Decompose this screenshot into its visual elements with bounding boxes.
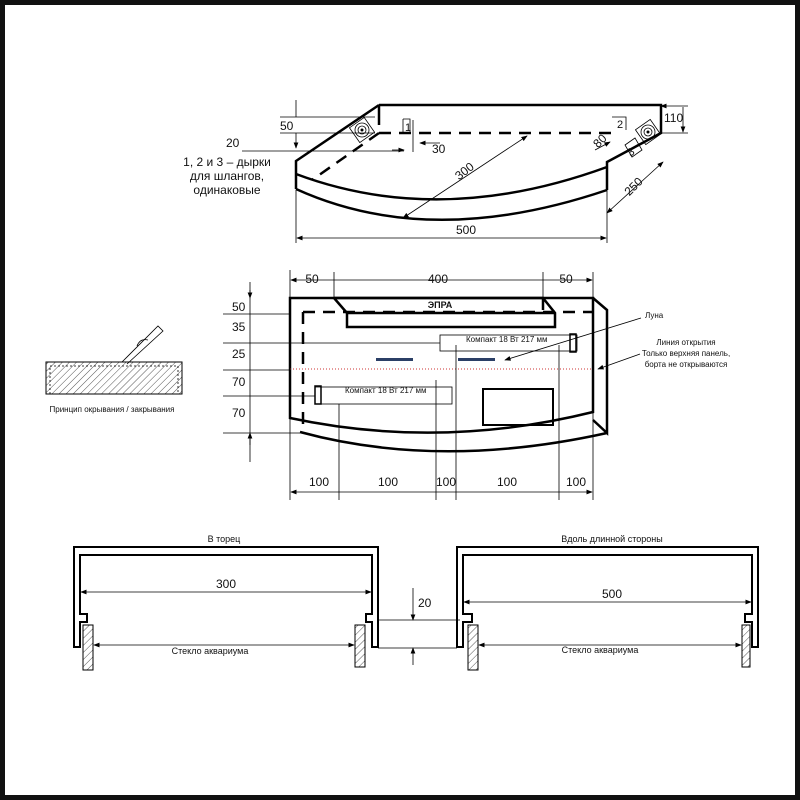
opening-window [482, 388, 554, 426]
opening-line-label: борта не открываются [645, 360, 728, 369]
dim-top-50: 50 [305, 272, 319, 286]
dim-300: 300 [452, 159, 477, 183]
iso-view: 1 2 3 50 20 30 300 80 110 250 500 1, 2 и… [183, 100, 688, 243]
dim-left: 70 [232, 406, 246, 420]
dim-top-50: 50 [559, 272, 573, 286]
dim-left: 70 [232, 375, 246, 389]
opening-line-label: Линия открытия [656, 338, 715, 347]
ballast-label: ЭПРА [428, 300, 453, 310]
lamp-2-label: Компакт 18 Вт 217 мм [345, 386, 427, 395]
moon-label: Луна [645, 311, 664, 320]
holes-note-line3: одинаковые [193, 183, 260, 197]
dim-bottom: 100 [497, 475, 517, 489]
gap-value: 20 [418, 596, 432, 610]
lamp-1-label: Компакт 18 Вт 217 мм [466, 335, 548, 344]
dim-left: 25 [232, 347, 246, 361]
end-title: В торец [208, 534, 241, 544]
section-end: 300 Стекло аквариума В торец [73, 534, 379, 671]
moon-light-bar [458, 358, 495, 361]
plan-view: ЭПРА Компакт 18 Вт 217 мм Компакт 18 Вт … [223, 270, 730, 500]
dim-bottom: 100 [378, 475, 398, 489]
lid-front-curve-bottom [295, 187, 608, 221]
glass-label-right: Стекло аквариума [562, 645, 639, 655]
lid-plan-outline [288, 296, 595, 434]
dim-bottom: 100 [566, 475, 586, 489]
hole-label-1: 1 [405, 122, 411, 134]
moon-light-bar [376, 358, 413, 361]
dim-top-400: 400 [428, 272, 448, 286]
glass-label-left: Стекло аквариума [172, 646, 249, 656]
long-width: 500 [602, 587, 622, 601]
end-width: 300 [216, 577, 236, 591]
dim-250: 250 [622, 174, 646, 198]
dim-left: 50 [232, 300, 246, 314]
dim-30: 30 [432, 142, 446, 156]
hinge-diagram: Принцип окрывания / закрывания [45, 325, 183, 414]
lid-outline [294, 103, 663, 190]
dim-50: 50 [280, 119, 294, 133]
dim-110: 110 [664, 111, 683, 125]
hinge-caption: Принцип окрывания / закрывания [50, 405, 175, 414]
opening-line-label: Только верхняя панель, [642, 349, 730, 358]
dim-bottom: 100 [309, 475, 329, 489]
dim-left: 35 [232, 320, 246, 334]
hole-label-3: 3 [625, 146, 637, 159]
long-title: Вдоль длинной стороны [561, 534, 662, 544]
dim-bottom: 100 [436, 475, 456, 489]
hole-label-2: 2 [617, 119, 623, 131]
dim-500: 500 [456, 223, 476, 237]
gap-dimension: 20 [378, 588, 460, 665]
dim-20: 20 [226, 136, 240, 150]
holes-note-line2: для шлангов, [190, 169, 264, 183]
hole-icon [348, 116, 376, 144]
holes-note-line1: 1, 2 и 3 – дырки [183, 155, 271, 169]
section-long: 500 Стекло аквариума Вдоль длинной сторо… [456, 534, 759, 671]
